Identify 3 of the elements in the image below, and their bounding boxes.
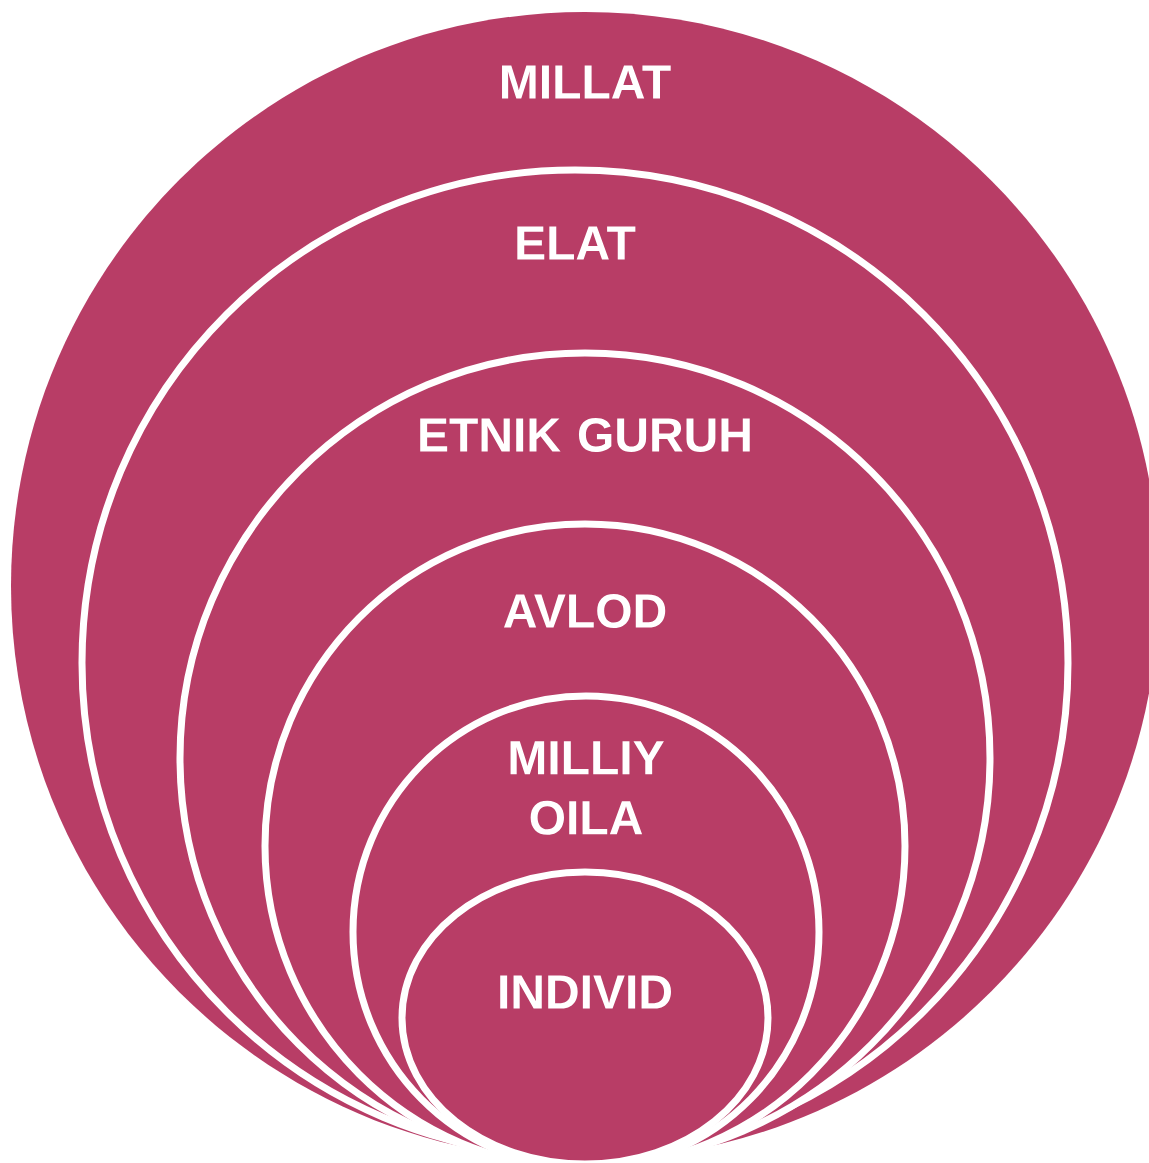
node-label: ETNIK GURUH <box>420 418 750 452</box>
node-label: AVLOD <box>503 594 666 628</box>
ellipse-region: INDIVID <box>398 868 772 1163</box>
